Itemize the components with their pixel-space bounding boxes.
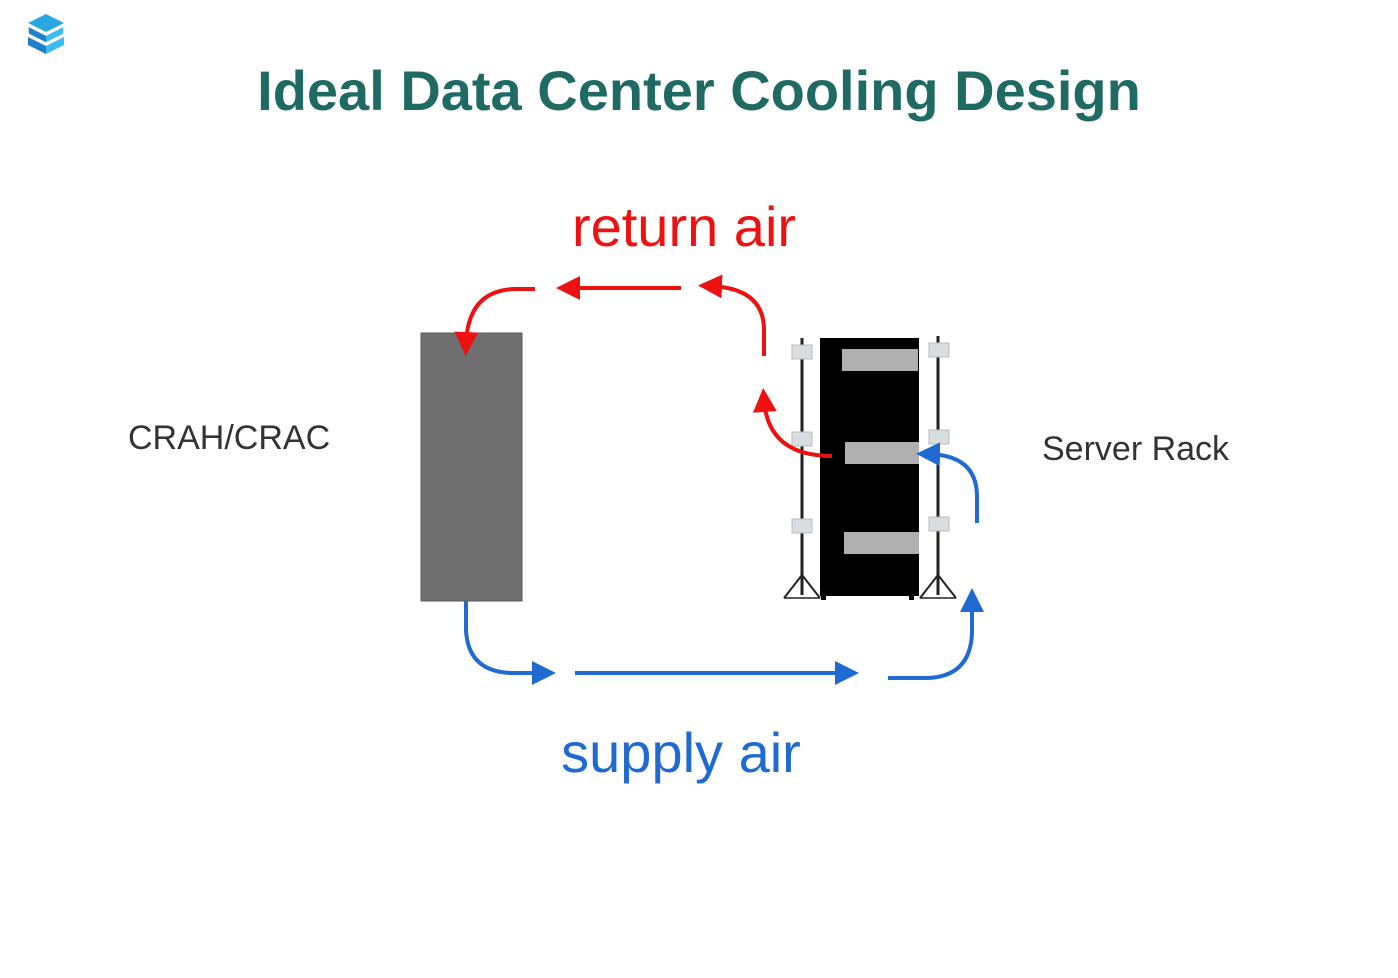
- return-arrow-top-left: [454, 287, 535, 356]
- server-rack-label: Server Rack: [1042, 430, 1230, 468]
- supply-arrow-bottom-right: [888, 588, 984, 680]
- supply-arrow-rack-intake: [916, 442, 979, 523]
- crah-crac-label: CRAH/CRAC: [128, 419, 331, 457]
- return-air-flow: [454, 274, 833, 458]
- supply-arrow-bottom-left: [464, 601, 556, 685]
- server-rack: [783, 336, 957, 600]
- return-air-label: return air: [571, 195, 797, 258]
- server-slot: [842, 349, 918, 371]
- server-slot: [845, 442, 919, 464]
- supply-air-label: supply air: [561, 721, 801, 784]
- crah-crac-unit: [420, 332, 523, 602]
- return-arrow-rack-exhaust: [752, 388, 833, 458]
- supply-air-flow: [464, 442, 984, 685]
- company-logo-icon: [27, 14, 65, 54]
- server-slot: [844, 532, 919, 554]
- page-title: Ideal Data Center Cooling Design: [257, 59, 1141, 122]
- return-arrow-top-right: [698, 274, 766, 356]
